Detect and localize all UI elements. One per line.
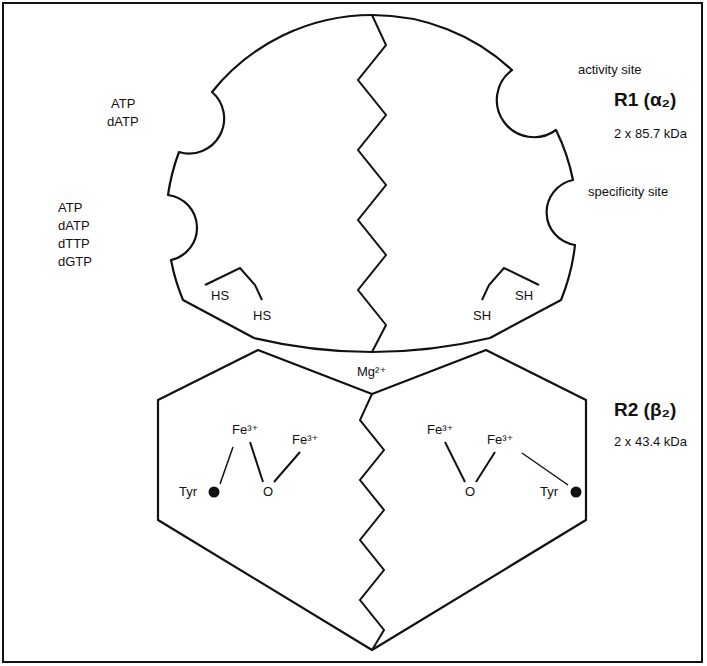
subunit-outline-path — [168, 15, 575, 352]
radical-tick — [522, 453, 568, 485]
effector-label: dATP — [58, 219, 90, 234]
radical-tick — [220, 447, 233, 484]
iron-label: Fe³⁺ — [487, 433, 513, 448]
fe-o-bond — [445, 442, 465, 482]
effector-label: dTTP — [58, 237, 90, 252]
effector-label: dATP — [107, 115, 139, 130]
oxygen-label: O — [263, 485, 273, 500]
fe-o-bond — [250, 442, 263, 482]
subunit-name: R1 (α₂) — [614, 89, 676, 111]
r1-subunit: R1 (α₂) 2 x 85.7 kDa — [150, 8, 705, 360]
frame — [3, 3, 702, 662]
subunit-outline — [150, 8, 705, 360]
thiol-label: SH — [515, 289, 533, 304]
site-label: activity site — [578, 63, 642, 78]
site-label: specificity site — [588, 185, 668, 200]
tyrosine-label: Tyr — [179, 485, 197, 500]
thiol-label: HS — [253, 309, 271, 324]
radical-dot — [209, 487, 220, 498]
effector-label: ATP — [58, 201, 82, 216]
thiol-label: HS — [211, 289, 229, 304]
fe-o-bond — [476, 452, 495, 482]
effector-label: dGTP — [58, 255, 92, 270]
r2-subunit: R2 (β₂) 2 x 43.4 kDa — [150, 340, 705, 658]
radical-dot — [571, 487, 582, 498]
thiol-label: SH — [473, 309, 491, 324]
subunit-outline — [150, 340, 705, 658]
subunit-name: R2 (β₂) — [614, 399, 676, 421]
iron-label: Fe³⁺ — [427, 423, 453, 438]
mass-label: 2 x 43.4 kDa — [614, 435, 687, 450]
subunit-outline-path — [158, 350, 586, 650]
tyrosine-label: Tyr — [540, 485, 558, 500]
dimer-interface — [360, 394, 384, 650]
mass-label: 2 x 85.7 kDa — [614, 127, 687, 142]
oxygen-label: O — [465, 485, 475, 500]
iron-label: Fe³⁺ — [292, 433, 318, 448]
effector-label: ATP — [111, 97, 135, 112]
ion-label: Mg²⁺ — [357, 365, 386, 380]
dimer-interface — [358, 15, 386, 352]
iron-label: Fe³⁺ — [232, 423, 258, 438]
fe-o-bond — [274, 452, 300, 482]
